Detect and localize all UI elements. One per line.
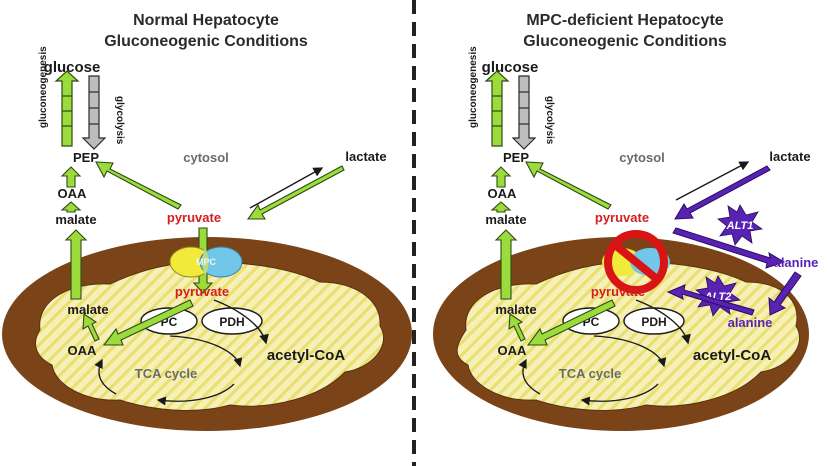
oaa-to-pep-arrow [490,166,512,188]
glucose-label: glucose [482,59,539,76]
alanine-to-pyruvate-arrow [666,284,755,316]
malate-mito-label: malate [495,302,536,317]
pc-to-oaa-arrow [526,299,616,346]
alanine-mito-label: alanine [728,315,773,330]
gluconeogenesis-arrows [484,70,510,147]
pdh-to-acetylcoa-arrow [635,299,691,345]
malate-mito-label: malate [67,302,108,317]
alt1-enzyme: ALT1 [717,204,764,246]
tca-cycle-arrows [94,335,243,406]
pdh-to-acetylcoa-arrow [213,299,269,345]
oaa-to-malate-mito-arrow [508,313,526,342]
glycolysis-label: glycolysis [544,96,555,145]
oaa-cyto-label: OAA [58,186,88,201]
tca-cycle-label: TCA cycle [135,366,197,381]
pc-enzyme: PC [140,307,198,335]
malate-cyto-label: malate [485,212,526,227]
glycolysis-arrows [81,75,107,150]
oaa-cyto-label: OAA [488,186,518,201]
pdh-enzyme: PDH [201,307,263,335]
mpc-transporter: MPC [169,246,243,278]
panel-title-line1: Normal Hepatocyte [133,12,279,29]
oaa-to-pep-arrow [60,166,82,188]
oaa-to-malate-mito-arrow [82,313,100,342]
pyruvate-cyto-label: pyruvate [595,210,649,225]
pyruvate-mito-label: pyruvate [175,284,229,299]
gluconeogenesis-arrows [54,70,80,147]
mpc-transporter-blocked [602,230,670,294]
alanine-import-arrow [768,271,802,316]
lactate-to-pyruvate-arrow [674,165,771,220]
lactate-label: lactate [769,149,810,164]
pc-enzyme: PC [562,307,620,335]
pyruvate-to-alanine-arrow [672,227,786,269]
mito-malate-export-arrow [64,229,88,300]
pyruvate-to-lactate-arrow [675,161,750,201]
glycolysis-arrows [511,75,537,150]
panel-normal: Normal Hepatocyte Gluconeogenic Conditio… [2,12,412,431]
tca-cycle-label: TCA cycle [559,366,621,381]
pc-to-oaa-arrow [102,299,194,346]
gluconeogenesis-label: gluconeogenesis [38,46,49,128]
cytosol-label: cytosol [619,150,665,165]
oaa-mito-label: OAA [498,343,528,358]
malate-to-oaa-arrow [490,201,512,213]
oaa-mito-label: OAA [68,343,98,358]
tca-cycle-arrows [518,335,667,406]
alt1-label: ALT1 [726,220,754,232]
pyruvate-to-pep-arrow [95,161,182,210]
gluconeogenesis-label: gluconeogenesis [468,46,479,128]
alanine-cyto-label: alanine [774,255,819,270]
glucose-label: glucose [44,59,101,76]
lactate-label: lactate [345,149,386,164]
mito-malate-export-arrow [494,229,518,300]
pep-label: PEP [503,150,529,165]
panel-mpc-deficient: MPC-deficient Hepatocyte Gluconeogenic C… [433,12,818,431]
pdh-enzyme: PDH [623,307,685,335]
pdh-label: PDH [219,315,244,329]
pyruvate-cyto-label: pyruvate [167,210,221,225]
pyruvate-to-pep-arrow [525,161,612,210]
cytosol-label: cytosol [183,150,229,165]
mpc-label: MPC [196,257,217,267]
pdh-label: PDH [641,315,666,329]
prohibit-icon [604,230,668,294]
panel-title-line1: MPC-deficient Hepatocyte [526,12,723,29]
pyruvate-mito-label: pyruvate [591,284,645,299]
lactate-to-pyruvate-arrow [246,165,345,220]
malate-to-oaa-arrow [60,201,82,213]
panel-title-line2: Gluconeogenic Conditions [523,33,727,50]
glycolysis-label: glycolysis [114,96,125,145]
pep-label: PEP [73,150,99,165]
acetyl-coa-label: acetyl-CoA [267,347,346,364]
pyruvate-to-lactate-arrow [249,167,324,209]
panel-title-line2: Gluconeogenic Conditions [104,33,308,50]
acetyl-coa-label: acetyl-CoA [693,347,772,364]
malate-cyto-label: malate [55,212,96,227]
mitochondrion [2,237,412,431]
